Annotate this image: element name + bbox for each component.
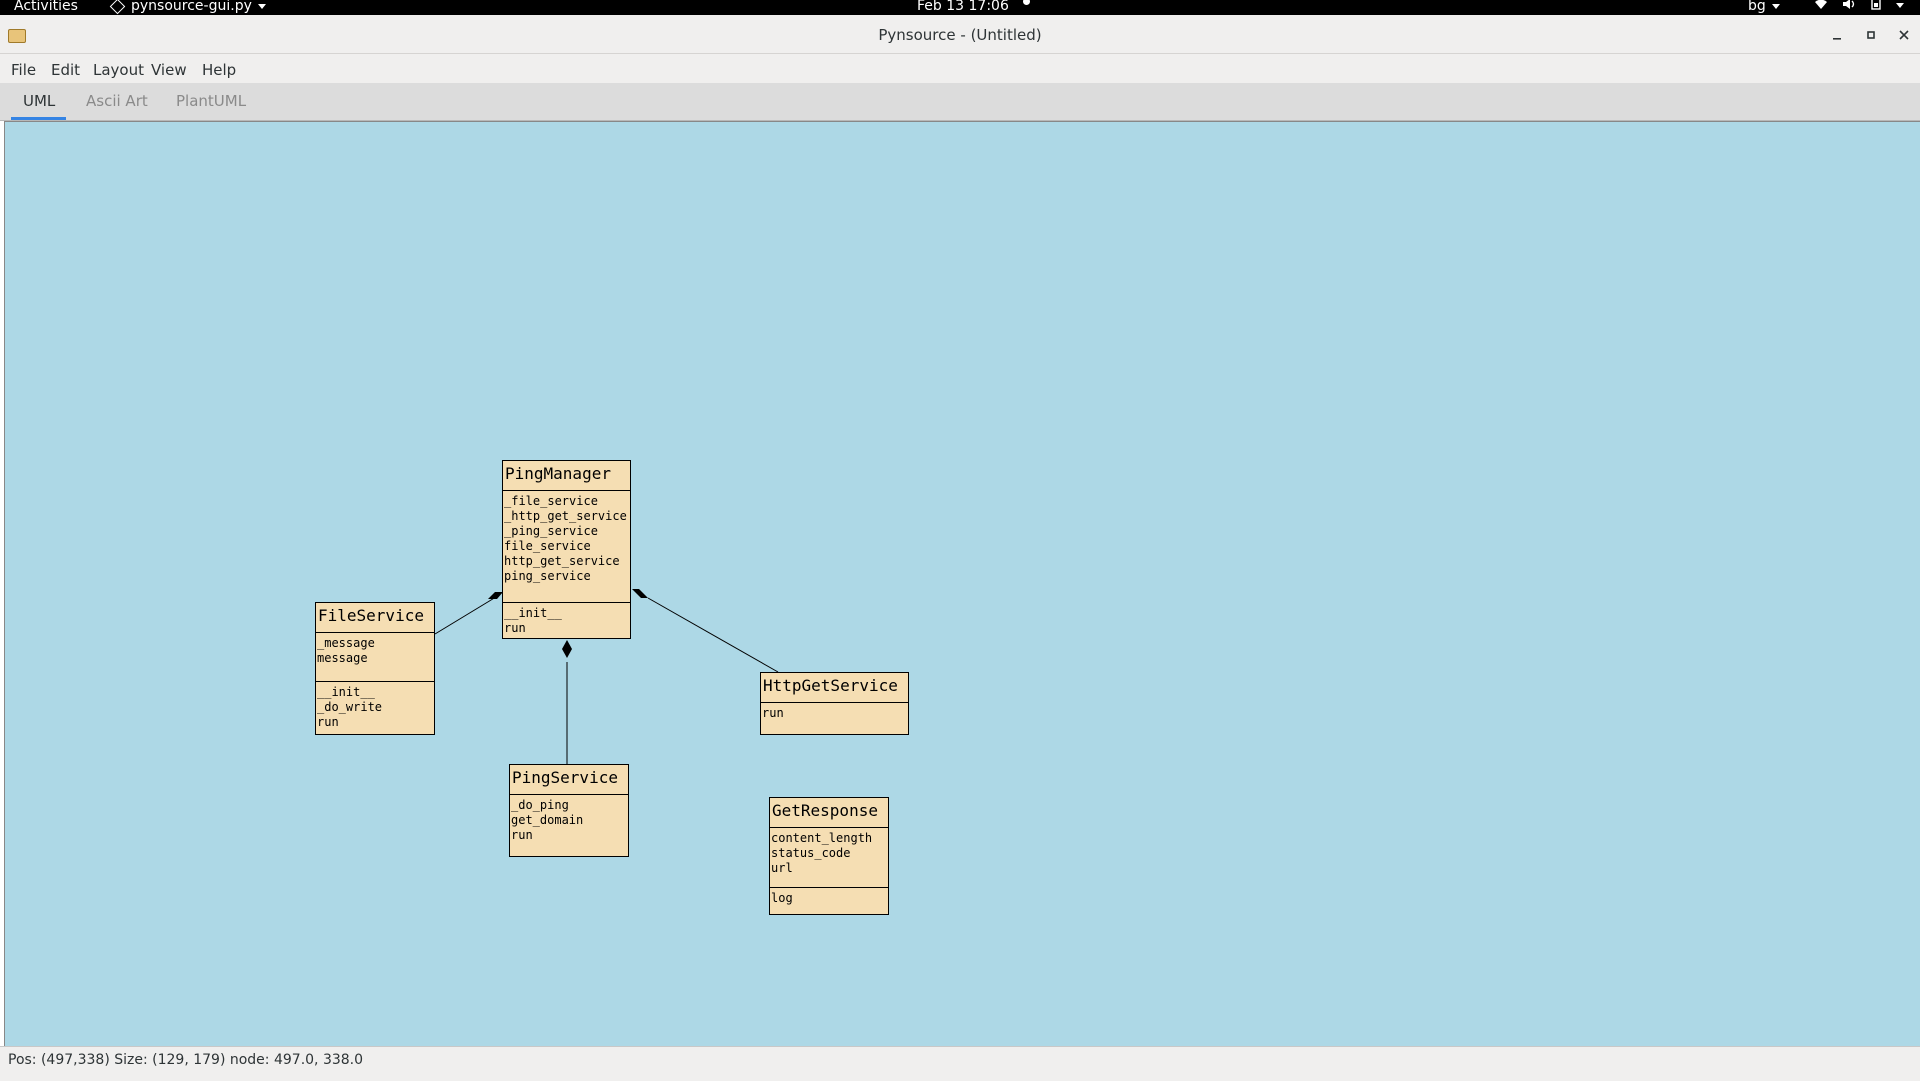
status-bar: Pos: (497,338) Size: (129, 179) node: 49… [0,1046,1920,1081]
attribute: _file_service [504,494,598,508]
attribute: ping_service [504,569,591,583]
power-icon [1870,0,1882,14]
volume-icon [1842,0,1856,14]
composition-diamond-httpgetservice [632,589,648,598]
class-attributes: content_length status_code url [770,828,888,888]
chevron-down-icon [1896,3,1904,8]
method: run [762,706,784,720]
maximize-button[interactable] [1861,25,1881,45]
chevron-down-icon [257,3,266,9]
menu-bar: File Edit Layout View Help [0,54,1920,83]
system-top-bar: Activities pynsource-gui.py Feb 13 17:06… [0,0,1920,15]
window-title-bar[interactable]: Pynsource - (Untitled) [0,15,1920,54]
composition-line-httpgetservice [647,597,779,673]
class-methods: __init__ _do_write run [316,682,434,733]
class-name: FileService [316,603,434,633]
keyboard-layout-label: bg [1748,0,1766,14]
attribute: message [317,651,368,665]
method: _do_write [317,700,383,714]
method: run [317,715,339,729]
attribute: http_get_service [504,554,620,568]
composition-diamond-pingservice [562,640,572,658]
attribute: _http_get_service [504,509,627,523]
uml-class-fileservice[interactable]: FileService _message message __init__ _d… [315,602,435,735]
attribute: content_length [771,831,873,845]
class-attributes: _message message [316,633,434,682]
menu-edit[interactable]: Edit [51,61,81,79]
notification-dot-icon [1023,0,1030,5]
menu-view[interactable]: View [151,61,187,79]
view-tabs: UML Ascii Art PlantUML [0,83,1920,121]
attribute: status_code [771,846,851,860]
app-icon [109,0,126,14]
uml-class-getresponse[interactable]: GetResponse content_length status_code u… [769,797,889,915]
method: get_domain [511,813,584,827]
keyboard-layout-indicator[interactable]: bg [1748,0,1780,14]
class-attributes: _file_service _http_get_service _ping_se… [503,491,630,603]
app-menu[interactable]: pynsource-gui.py [109,0,266,14]
uml-canvas[interactable]: PingManager _file_service _http_get_serv… [4,121,1920,1047]
class-methods: __init__ run [503,603,630,639]
minimize-button[interactable] [1827,25,1847,45]
system-status-menu[interactable] [1814,0,1904,13]
active-tab-indicator [11,117,66,120]
tab-uml[interactable]: UML [23,92,56,110]
window-title: Pynsource - (Untitled) [878,26,1042,44]
tab-ascii-art[interactable]: Ascii Art [86,92,148,110]
wifi-icon [1814,0,1828,14]
class-name: GetResponse [770,798,888,828]
menu-help[interactable]: Help [202,61,237,79]
minimize-icon [1833,38,1841,40]
uml-class-pingmanager[interactable]: PingManager _file_service _http_get_serv… [502,460,631,639]
attribute: _message [317,636,375,650]
menu-layout[interactable]: Layout [93,61,144,79]
method: run [511,828,533,842]
attribute: file_service [504,539,591,553]
composition-diamond-fileservice [488,592,503,599]
uml-class-pingservice[interactable]: PingService _do_ping get_domain run [509,764,629,857]
class-name: PingManager [503,461,630,491]
clock[interactable]: Feb 13 17:06 [917,0,1009,14]
method: log [771,891,793,905]
class-methods: run [761,703,908,724]
attribute: _ping_service [504,524,598,538]
menu-file[interactable]: File [11,61,37,79]
class-methods: log [770,888,888,909]
maximize-icon [1867,31,1875,39]
class-methods: _do_ping get_domain run [510,795,628,846]
relationship-lines [434,589,779,764]
method: __init__ [317,685,375,699]
method: run [504,621,526,635]
method: __init__ [504,606,562,620]
method: _do_ping [511,798,569,812]
activities-button[interactable]: Activities [14,0,78,14]
tab-plantuml[interactable]: PlantUML [176,92,247,110]
attribute: url [771,861,793,875]
close-icon [1899,30,1909,40]
class-name: HttpGetService [761,673,908,703]
uml-class-httpgetservice[interactable]: HttpGetService run [760,672,909,735]
class-name: PingService [510,765,628,795]
status-text: Pos: (497,338) Size: (129, 179) node: 49… [8,1052,364,1068]
app-menu-label: pynsource-gui.py [131,0,252,14]
close-button[interactable] [1894,25,1914,45]
pynsource-app-icon [8,29,26,43]
composition-line-fileservice [434,596,497,635]
chevron-down-icon [1771,3,1780,9]
